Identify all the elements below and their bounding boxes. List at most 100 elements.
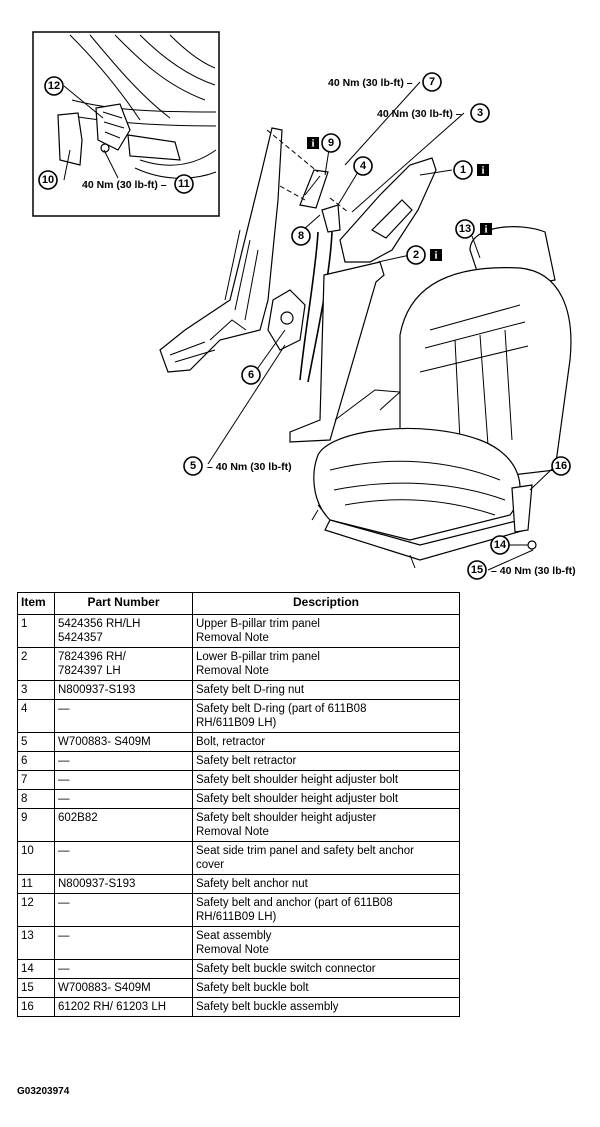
callout-number: 14	[494, 539, 507, 551]
cell-description: Safety belt shoulder height adjuster Rem…	[192, 808, 460, 842]
cell-part-number: 61202 RH/ 61203 LH	[54, 997, 193, 1017]
cell-part-number: W700883- S409M	[54, 732, 193, 752]
callout-circle	[422, 72, 442, 92]
cell-part-number: 5424356 RH/LH 5424357	[54, 614, 193, 648]
callout-circle	[241, 365, 261, 385]
cell-description: Safety belt anchor nut	[192, 874, 460, 894]
callout-6: 6	[241, 365, 261, 385]
cell-part-number: 602B82	[54, 808, 193, 842]
cell-part-number: N800937-S193	[54, 680, 193, 700]
info-icon-glyph: i	[484, 224, 487, 236]
cell-description: Safety belt buckle assembly	[192, 997, 460, 1017]
cell-description: Safety belt shoulder height adjuster bol…	[192, 789, 460, 809]
torque-spec: 40 Nm (30 lb-ft) –	[82, 179, 167, 191]
table-row: 14—Safety belt buckle switch connector	[17, 959, 460, 979]
cell-description: Upper B-pillar trim panel Removal Note	[192, 614, 460, 648]
callout-number: 10	[42, 174, 54, 186]
callout-circle	[44, 76, 64, 96]
inset-seat-side-drawing	[57, 34, 217, 179]
callout-number: 12	[48, 80, 60, 92]
table-row: 10—Seat side trim panel and safety belt …	[17, 841, 460, 875]
callout-circle	[455, 219, 475, 239]
cell-part-number: —	[54, 841, 193, 875]
callout-number: 1	[460, 164, 466, 176]
cell-description: Safety belt shoulder height adjuster bol…	[192, 770, 460, 790]
callout-circle	[353, 156, 373, 176]
b-pillar-drawing	[159, 127, 329, 373]
cell-part-number: —	[54, 893, 193, 927]
cell-part-number: —	[54, 770, 193, 790]
callout-12: 12	[44, 76, 64, 96]
callout-number: 15	[471, 564, 483, 576]
table-row: 4—Safety belt D-ring (part of 611B08 RH/…	[17, 699, 460, 733]
callout-3: 340 Nm (30 lb-ft) –	[377, 103, 490, 123]
callout-circle	[406, 245, 426, 265]
cell-description: Safety belt D-ring nut	[192, 680, 460, 700]
callout-4: 4	[353, 156, 373, 176]
table-row: 7—Safety belt shoulder height adjuster b…	[17, 770, 460, 790]
info-icon	[477, 164, 489, 176]
cell-item: 7	[17, 770, 55, 790]
callout-number: 7	[429, 76, 435, 88]
callout-circle	[38, 170, 58, 190]
cell-description: Safety belt buckle switch connector	[192, 959, 460, 979]
cell-description: Safety belt retractor	[192, 751, 460, 771]
cell-description: Seat assembly Removal Note	[192, 926, 460, 960]
table-header-row: Item Part Number Description	[17, 592, 460, 615]
info-icon	[480, 223, 492, 235]
callout-13: 13 i	[455, 219, 492, 239]
cell-description: Safety belt buckle bolt	[192, 978, 460, 998]
cell-description: Safety belt and anchor (part of 611B08 R…	[192, 893, 460, 927]
cell-part-number: —	[54, 926, 193, 960]
cell-part-number: N800937-S193	[54, 874, 193, 894]
seat-drawing	[311, 226, 572, 569]
callout-5: 5 – 40 Nm (30 lb-ft)	[183, 456, 292, 476]
cell-item: 6	[17, 751, 55, 771]
cell-part-number: —	[54, 959, 193, 979]
callout-number: 8	[298, 230, 304, 242]
cell-item: 8	[17, 789, 55, 809]
cell-item: 13	[17, 926, 55, 960]
callout-number: 9	[328, 137, 334, 149]
callout-circle	[453, 160, 473, 180]
callout-number: 13	[459, 223, 471, 235]
cell-description: Bolt, retractor	[192, 732, 460, 752]
callout-number: 16	[555, 460, 567, 472]
header-description: Description	[192, 592, 460, 615]
cell-part-number: —	[54, 751, 193, 771]
torque-spec: – 40 Nm (30 lb-ft)	[491, 565, 576, 577]
table-row: 6—Safety belt retractor	[17, 751, 460, 771]
callout-9: 9i	[307, 133, 341, 153]
torque-spec: 40 Nm (30 lb-ft) –	[328, 77, 413, 89]
callout-7: 7 40 Nm (30 lb-ft) –	[328, 72, 442, 92]
callout-number: 5	[190, 460, 196, 472]
table-row: 13—Seat assembly Removal Note	[17, 926, 460, 960]
cell-item: 10	[17, 841, 55, 875]
callout-14: 14	[490, 535, 510, 555]
cell-description: Lower B-pillar trim panel Removal Note	[192, 647, 460, 681]
info-icon-glyph: i	[481, 165, 484, 177]
callout-circle	[490, 535, 510, 555]
cell-part-number: —	[54, 789, 193, 809]
callout-layer	[0, 0, 600, 585]
callout-circle	[174, 174, 194, 194]
torque-spec: – 40 Nm (30 lb-ft)	[207, 461, 292, 473]
callout-circle	[551, 456, 571, 476]
callout-circle	[183, 456, 203, 476]
cell-part-number: 7824396 RH/ 7824397 LH	[54, 647, 193, 681]
callout-15: 15 – 40 Nm (30 lb-ft)	[467, 560, 576, 580]
callout-number: 3	[477, 107, 483, 119]
cell-item: 9	[17, 808, 55, 842]
callout-circle	[470, 103, 490, 123]
